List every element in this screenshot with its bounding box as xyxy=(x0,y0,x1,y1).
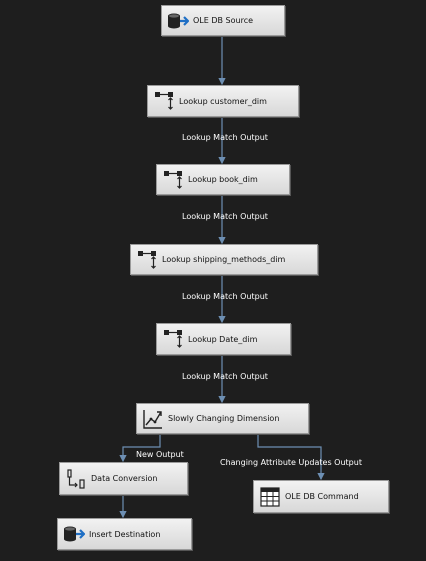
lookup-icon xyxy=(136,249,158,271)
node-label: Lookup shipping_methods_dim xyxy=(162,255,286,264)
node-label: OLE DB Source xyxy=(193,16,254,25)
node-lookup-shipping-methods-dim[interactable]: Lookup shipping_methods_dim xyxy=(130,244,318,275)
edge-label-changing-output: Changing Attribute Updates Output xyxy=(220,458,362,467)
node-data-conversion[interactable]: Data Conversion xyxy=(59,462,188,495)
lookup-icon xyxy=(153,90,175,112)
connector-scd-to-command xyxy=(257,434,325,481)
edge-label-match-3: Lookup Match Output xyxy=(182,292,268,301)
lookup-icon xyxy=(162,169,184,191)
node-insert-destination[interactable]: Insert Destination xyxy=(57,518,192,550)
node-label: Data Conversion xyxy=(91,474,158,483)
database-arrow-icon xyxy=(167,10,189,32)
node-slowly-changing-dimension[interactable]: Slowly Changing Dimension xyxy=(136,403,309,434)
edge-label-match-1: Lookup Match Output xyxy=(182,133,268,142)
lookup-icon xyxy=(162,328,184,350)
edge-label-match-4: Lookup Match Output xyxy=(182,372,268,381)
data-conversion-icon xyxy=(65,468,87,490)
node-oledb-source[interactable]: OLE DB Source xyxy=(161,5,285,36)
node-label: Slowly Changing Dimension xyxy=(168,414,280,423)
node-lookup-date-dim[interactable]: Lookup Date_dim xyxy=(156,323,291,355)
edge-label-new-output: New Output xyxy=(136,450,184,459)
node-label: Lookup Date_dim xyxy=(188,334,258,344)
table-command-icon xyxy=(259,486,281,508)
connector-scd-to-conversion xyxy=(119,434,161,463)
scd-icon xyxy=(142,408,164,430)
node-label: OLE DB Command xyxy=(285,492,359,501)
edge-label-match-2: Lookup Match Output xyxy=(182,212,268,221)
database-arrow-icon xyxy=(63,523,85,545)
node-label: Insert Destination xyxy=(89,529,161,539)
node-label: Lookup customer_dim xyxy=(179,96,267,106)
node-lookup-book-dim[interactable]: Lookup book_dim xyxy=(156,164,290,195)
node-lookup-customer-dim[interactable]: Lookup customer_dim xyxy=(147,85,299,117)
node-oledb-command[interactable]: OLE DB Command xyxy=(253,480,389,513)
node-label: Lookup book_dim xyxy=(188,175,258,184)
